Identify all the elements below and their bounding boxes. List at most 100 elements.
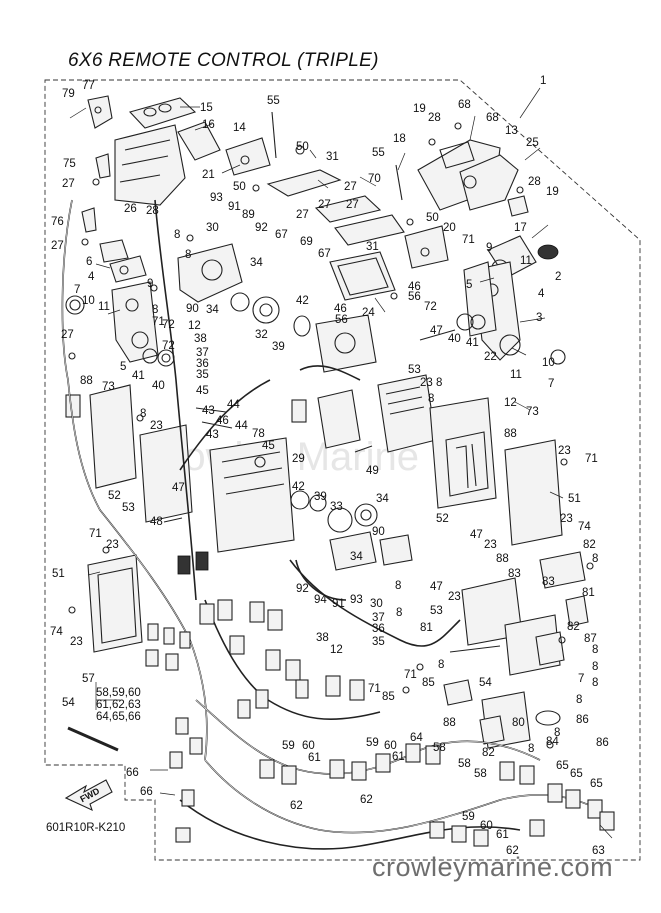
callout-10: 10 bbox=[82, 295, 95, 307]
callout-7b: 7 bbox=[548, 378, 554, 390]
callout-58: 58 bbox=[433, 742, 446, 754]
callout-47c: 47 bbox=[470, 529, 483, 541]
callout-8d: 8 bbox=[436, 377, 442, 389]
callout-41: 41 bbox=[466, 337, 479, 349]
callout-78: 78 bbox=[252, 428, 265, 440]
callout-34d: 34 bbox=[350, 551, 363, 563]
callout-10b: 10 bbox=[542, 357, 555, 369]
control-module-right bbox=[429, 397, 497, 509]
callout-4: 4 bbox=[88, 271, 95, 283]
callout-68: 68 bbox=[458, 99, 471, 111]
callout-7c: 7 bbox=[578, 673, 584, 685]
callout-50b: 50 bbox=[233, 181, 246, 193]
callout-66b: 66 bbox=[140, 786, 153, 798]
callout-37b: 37 bbox=[372, 612, 385, 624]
callout-46c: 46 bbox=[216, 415, 229, 427]
callout-75: 75 bbox=[63, 158, 76, 170]
switch-plate-31 bbox=[266, 145, 405, 246]
callout-82: 82 bbox=[583, 539, 596, 551]
callout-60c: 60 bbox=[480, 820, 493, 832]
callout-5b: 5 bbox=[120, 361, 126, 373]
callout-5: 5 bbox=[466, 279, 472, 291]
callout-71: 71 bbox=[462, 234, 475, 246]
callout-50: 50 bbox=[296, 141, 309, 153]
callout-47: 47 bbox=[430, 325, 443, 337]
callout-53: 53 bbox=[408, 364, 421, 376]
callout-58c: 58 bbox=[474, 768, 487, 780]
callout-44: 44 bbox=[227, 399, 240, 411]
callout-53c: 53 bbox=[430, 605, 443, 617]
diagram-reference-code: 601R10R-K210 bbox=[46, 822, 126, 834]
callout-52: 52 bbox=[108, 490, 121, 502]
callout-55: 55 bbox=[267, 95, 280, 107]
diagram-title: 6X6 REMOTE CONTROL (TRIPLE) bbox=[68, 50, 379, 71]
callout-67b: 67 bbox=[318, 248, 331, 260]
callout-11c: 11 bbox=[510, 369, 522, 381]
callout-73b: 73 bbox=[526, 406, 539, 418]
callout-18: 18 bbox=[393, 133, 406, 145]
callout-61c: 61 bbox=[496, 829, 509, 841]
callout-94: 94 bbox=[314, 594, 327, 606]
callout-82c: 82 bbox=[482, 747, 495, 759]
callout-8k: 8 bbox=[438, 659, 444, 671]
harness-connectors bbox=[145, 551, 615, 847]
callout-8b: 8 bbox=[185, 249, 191, 261]
callout-8m: 8 bbox=[592, 677, 598, 689]
callout-54b: 54 bbox=[62, 697, 75, 709]
callout-80: 80 bbox=[512, 717, 525, 729]
bracket-77 bbox=[69, 95, 113, 129]
callout-30: 30 bbox=[206, 222, 219, 234]
callout-47b: 47 bbox=[172, 482, 185, 494]
callout-79: 79 bbox=[62, 88, 75, 100]
callout-1: 1 bbox=[540, 75, 546, 87]
callout-27g: 27 bbox=[61, 329, 74, 341]
callout-32: 32 bbox=[255, 329, 268, 341]
callout-8e: 8 bbox=[428, 393, 434, 405]
lever-housing-left bbox=[65, 281, 159, 363]
callout-34: 34 bbox=[250, 257, 263, 269]
callout-8f: 8 bbox=[140, 408, 146, 420]
callout-24: 24 bbox=[362, 307, 375, 319]
callout-31: 31 bbox=[326, 151, 339, 163]
callout-71e: 71 bbox=[404, 669, 417, 681]
callout-46b: 46 bbox=[334, 303, 347, 315]
callout-37: 37 bbox=[196, 347, 209, 359]
callout-36b: 36 bbox=[372, 623, 385, 635]
callout-54: 54 bbox=[479, 677, 492, 689]
callout-40b: 40 bbox=[152, 380, 165, 392]
callout-67: 67 bbox=[275, 229, 288, 241]
callout-2: 2 bbox=[555, 271, 561, 283]
callout-84: 84 bbox=[546, 736, 559, 748]
callout-8o: 8 bbox=[554, 727, 560, 739]
callout-69: 69 bbox=[300, 236, 313, 248]
cable-tie-54 bbox=[67, 726, 119, 752]
callout-76: 76 bbox=[51, 216, 64, 228]
fwd-arrow: FWD bbox=[64, 779, 113, 812]
site-watermark: crowleymarine.com bbox=[372, 852, 614, 882]
callout-77: 77 bbox=[82, 80, 95, 92]
callout-33: 33 bbox=[330, 501, 343, 513]
callout-62: 62 bbox=[290, 800, 303, 812]
callout-7: 7 bbox=[74, 284, 80, 296]
callout-28b: 28 bbox=[528, 176, 541, 188]
callout-12: 12 bbox=[188, 320, 201, 332]
callout-82b: 82 bbox=[567, 621, 580, 633]
callout-53b: 53 bbox=[122, 502, 135, 514]
callout-12b: 12 bbox=[504, 397, 517, 409]
callout-50c: 50 bbox=[426, 212, 439, 224]
callout-55b: 55 bbox=[372, 147, 385, 159]
callout-88d: 88 bbox=[443, 717, 456, 729]
callout-8c: 8 bbox=[152, 304, 158, 316]
callout-52b: 52 bbox=[436, 513, 449, 525]
callout-26: 26 bbox=[124, 203, 137, 215]
callout-88: 88 bbox=[80, 375, 93, 387]
callout-45b: 45 bbox=[262, 440, 275, 452]
callout-28: 28 bbox=[428, 112, 441, 124]
callout-3: 3 bbox=[536, 312, 542, 324]
callout-31b: 31 bbox=[366, 241, 379, 253]
callout-23b: 23 bbox=[150, 420, 163, 432]
control-lever-right bbox=[463, 235, 559, 361]
callout-66: 66 bbox=[126, 767, 139, 779]
callout-65c: 65 bbox=[590, 778, 603, 790]
